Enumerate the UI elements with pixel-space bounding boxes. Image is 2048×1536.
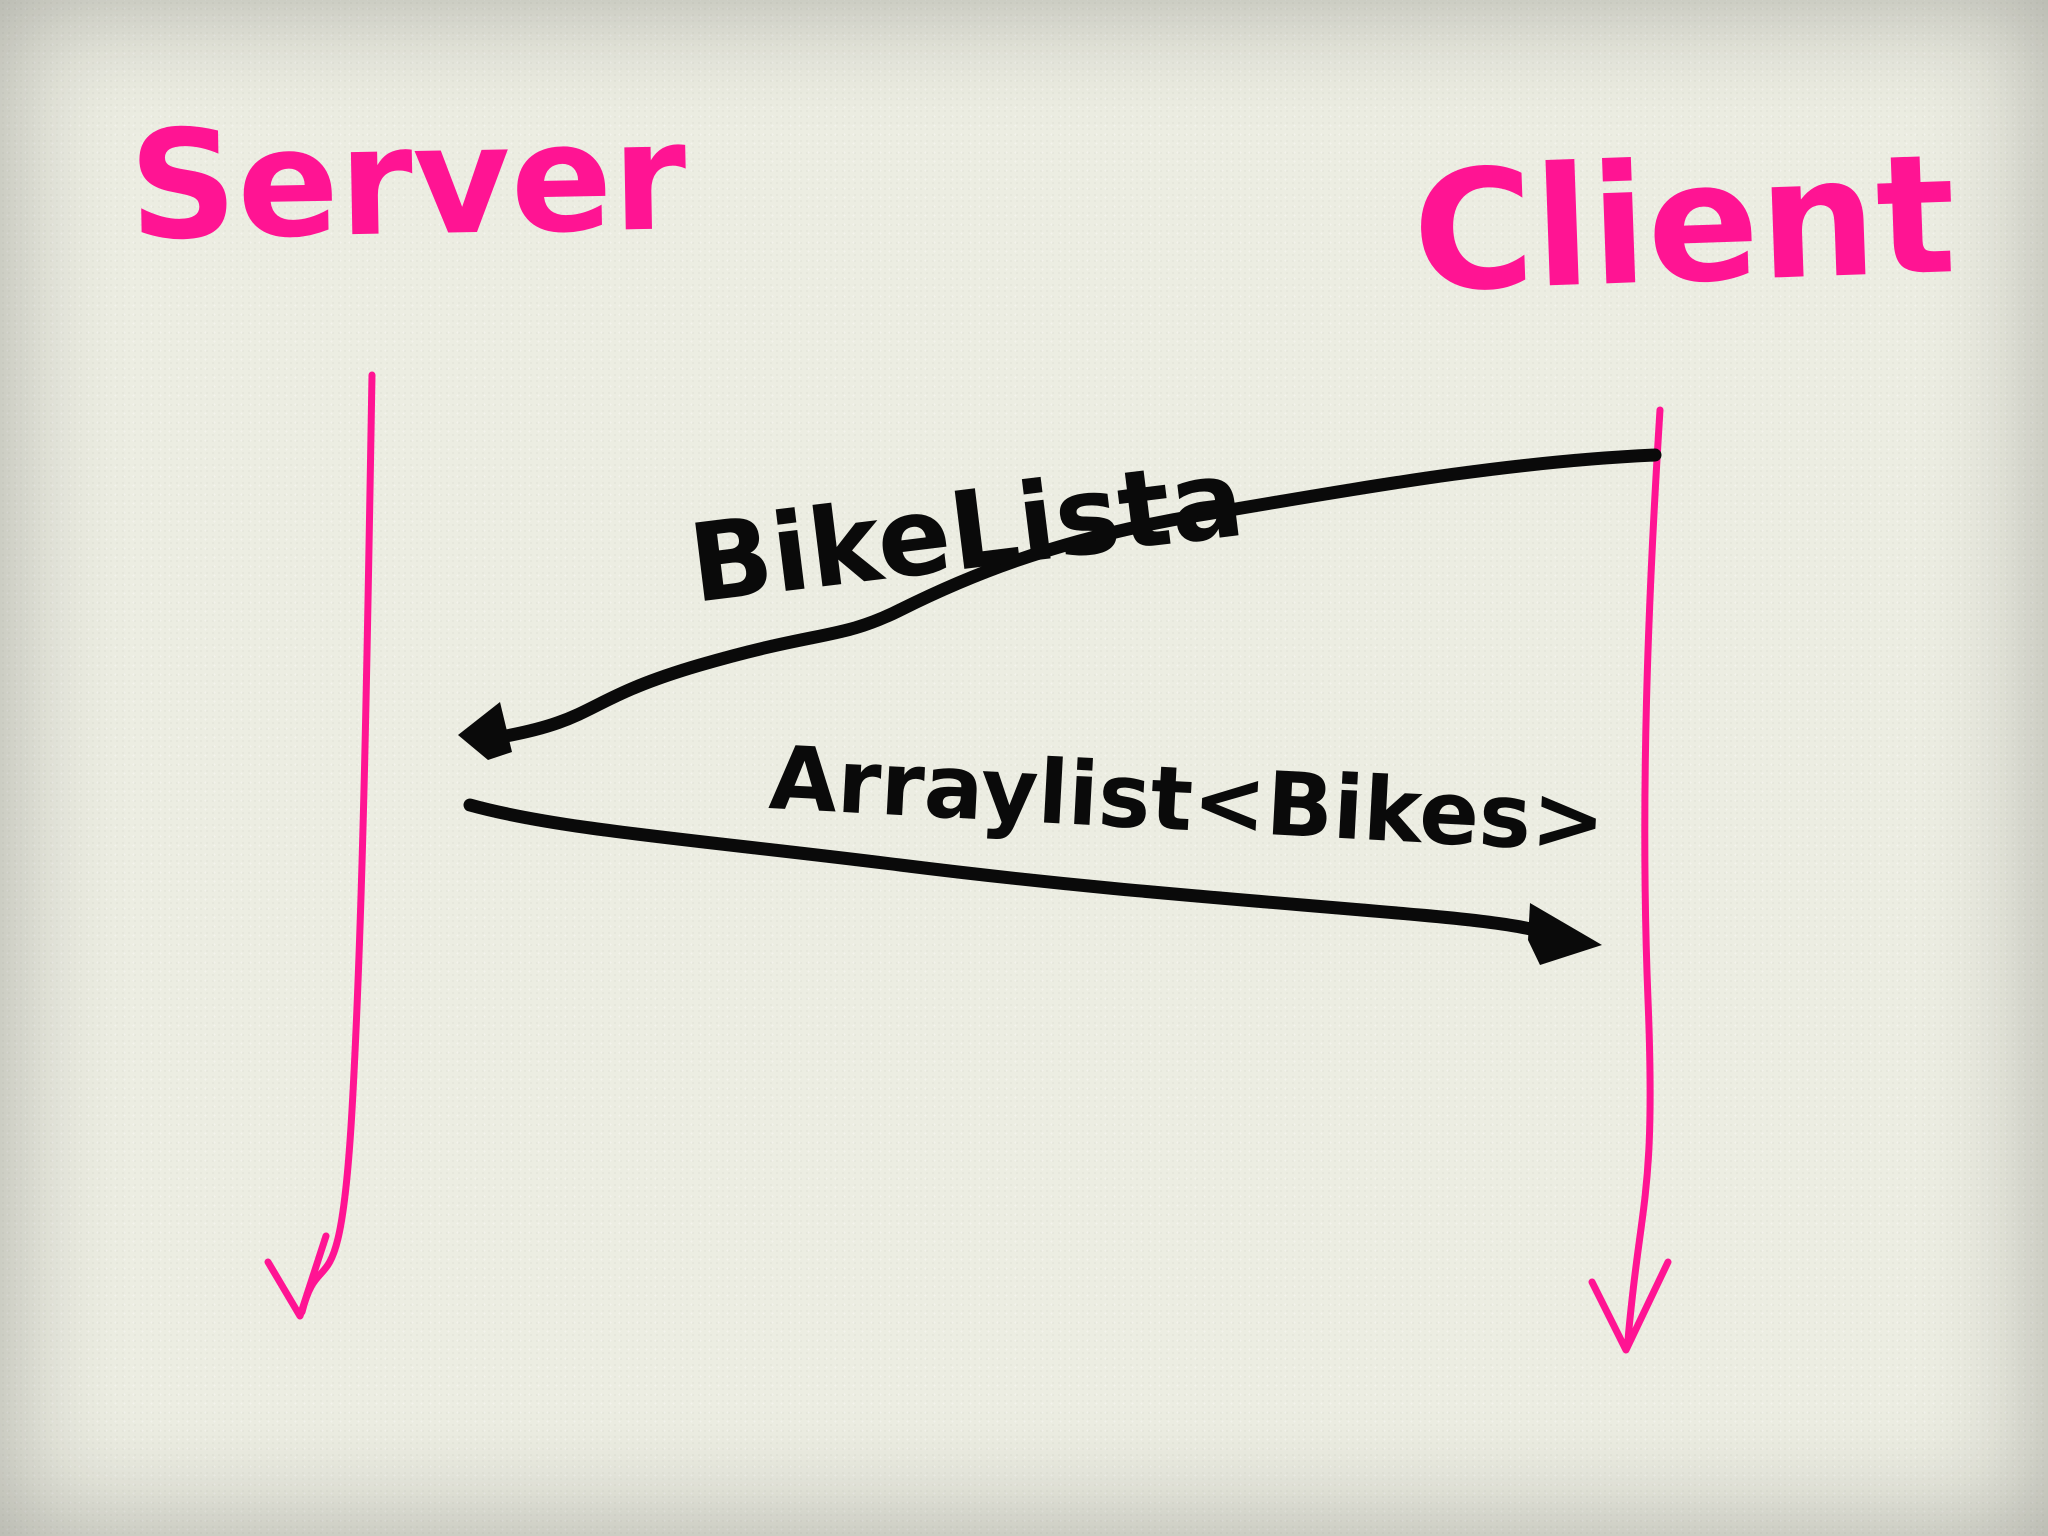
response-message-label: Arraylist<Bikes> bbox=[767, 726, 1608, 873]
response-arrowhead bbox=[1528, 903, 1602, 965]
server-participant-label: Server bbox=[128, 90, 688, 274]
request-arrowhead bbox=[458, 702, 512, 760]
server-lifeline-arrowhead bbox=[264, 1232, 330, 1320]
request-message-label: BikeLista bbox=[683, 436, 1250, 628]
client-participant-label: Client bbox=[1410, 118, 1959, 329]
server-lifeline bbox=[298, 371, 376, 1316]
request-message-arrow bbox=[488, 448, 1662, 745]
client-lifeline bbox=[1624, 406, 1664, 1344]
client-lifeline-arrowhead bbox=[1588, 1258, 1672, 1354]
